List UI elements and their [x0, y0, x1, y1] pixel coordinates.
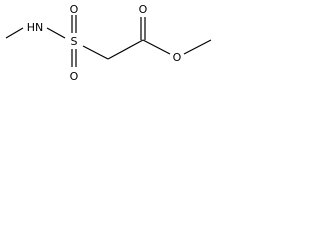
bond-ch2-carbonyl-c — [107, 39, 144, 60]
atom-nh: HN — [27, 21, 44, 34]
atom-o-sulfonyl-top: O — [70, 3, 79, 16]
bond-o-methyl — [183, 39, 212, 55]
atom-o-carbonyl: O — [139, 3, 148, 16]
atom-s: S — [71, 35, 78, 48]
bond-s-ch2 — [82, 45, 109, 60]
structure-diagram: HN S O O O O — [5, 3, 212, 83]
bond-nh-s — [46, 27, 66, 39]
atom-o-ester: O — [173, 51, 182, 64]
atom-o-sulfonyl-bottom: O — [70, 70, 79, 83]
bond-methyl-nh — [5, 27, 24, 39]
bond-c-o-ester — [142, 39, 171, 55]
bonds — [5, 15, 212, 67]
